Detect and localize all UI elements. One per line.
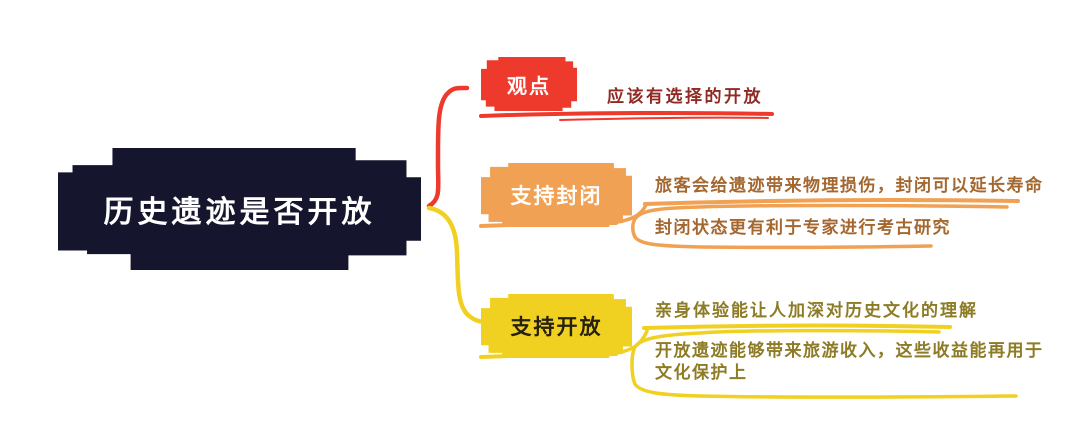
underline-viewpoint-stroke2 bbox=[559, 116, 769, 121]
subtopic-closed-2[interactable]: 封闭状态更有利于专家进行考古研究 bbox=[655, 218, 951, 237]
connector-root-to-open bbox=[426, 205, 493, 325]
subtopic-closed-1[interactable]: 旅客会给遗迹带来物理损伤，封闭可以延长寿命 bbox=[655, 176, 1044, 195]
connector-root-to-viewpoint bbox=[426, 85, 470, 209]
subtopic-open-2[interactable]: 开放遗迹能够带来旅游收入，这些收益能再用于文化保护上 bbox=[655, 341, 1044, 382]
branch-topic-viewpoint[interactable]: 观点 bbox=[481, 57, 577, 111]
branch-topic-support-closed[interactable]: 支持封闭 bbox=[481, 163, 632, 227]
root-topic-label: 历史遗迹是否开放 bbox=[103, 196, 376, 229]
subtopic-open-1[interactable]: 亲身体验能让人加深对历史文化的理解 bbox=[655, 301, 978, 320]
underline-viewpoint bbox=[479, 110, 774, 118]
root-topic[interactable]: 历史遗迹是否开放 bbox=[58, 148, 421, 270]
branch-topic-support-open-label: 支持开放 bbox=[510, 316, 603, 339]
branch-topic-viewpoint-label: 观点 bbox=[507, 75, 551, 98]
underline-closed-note1 bbox=[643, 198, 1020, 206]
branch-topic-support-closed-label: 支持封闭 bbox=[510, 185, 603, 208]
branch-topic-support-open[interactable]: 支持开放 bbox=[481, 294, 632, 358]
underline-open-note1 bbox=[642, 323, 952, 330]
subtopic-viewpoint-1[interactable]: 应该有选择的开放 bbox=[607, 87, 763, 106]
